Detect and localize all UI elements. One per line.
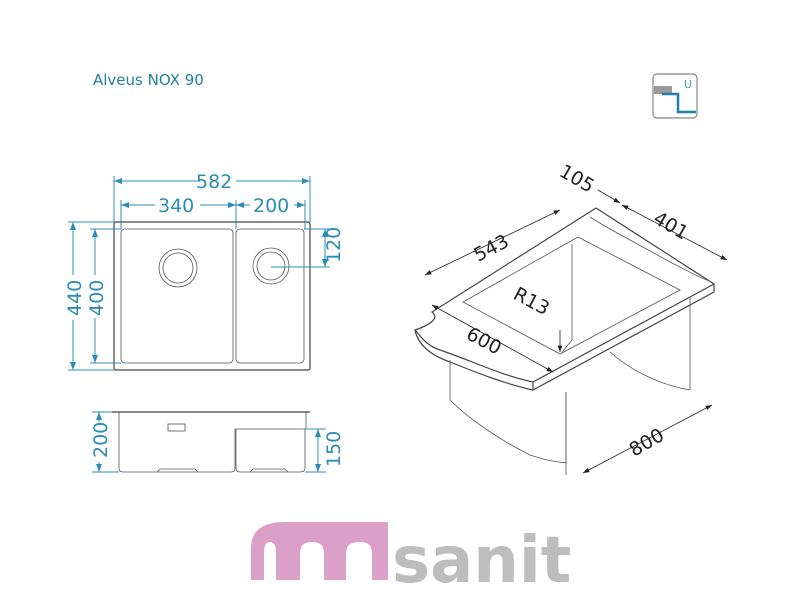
top-view: 582 340 200 440 400 120 (64, 171, 345, 371)
watermark-text: sanit (392, 524, 571, 598)
undermount-sink-icon: U (652, 73, 698, 119)
dim-105: 105 (556, 160, 598, 197)
dim-left-bowl-width: 340 (158, 195, 194, 217)
dim-overall-depth: 440 (64, 280, 86, 316)
radius-label: R13 (510, 283, 553, 320)
dim-overall-width: 582 (196, 171, 232, 193)
product-title: Alveus NOX 90 (93, 71, 204, 89)
dim-bowl-depth: 400 (86, 280, 108, 316)
dim-right-bowl-depth: 150 (323, 431, 345, 467)
dim-drain-offset: 120 (323, 227, 345, 263)
msanit-watermark: sanit (251, 522, 571, 598)
dim-600: 600 (463, 323, 505, 359)
installation-view: 543 600 R13 105 401 800 (413, 160, 728, 475)
side-view: 200 150 (90, 411, 345, 473)
dim-right-bowl-width: 200 (253, 195, 289, 217)
icon-letter: U (684, 78, 692, 91)
dim-left-bowl-depth: 200 (90, 422, 112, 458)
dim-401: 401 (650, 207, 692, 244)
dim-800: 800 (626, 424, 668, 461)
